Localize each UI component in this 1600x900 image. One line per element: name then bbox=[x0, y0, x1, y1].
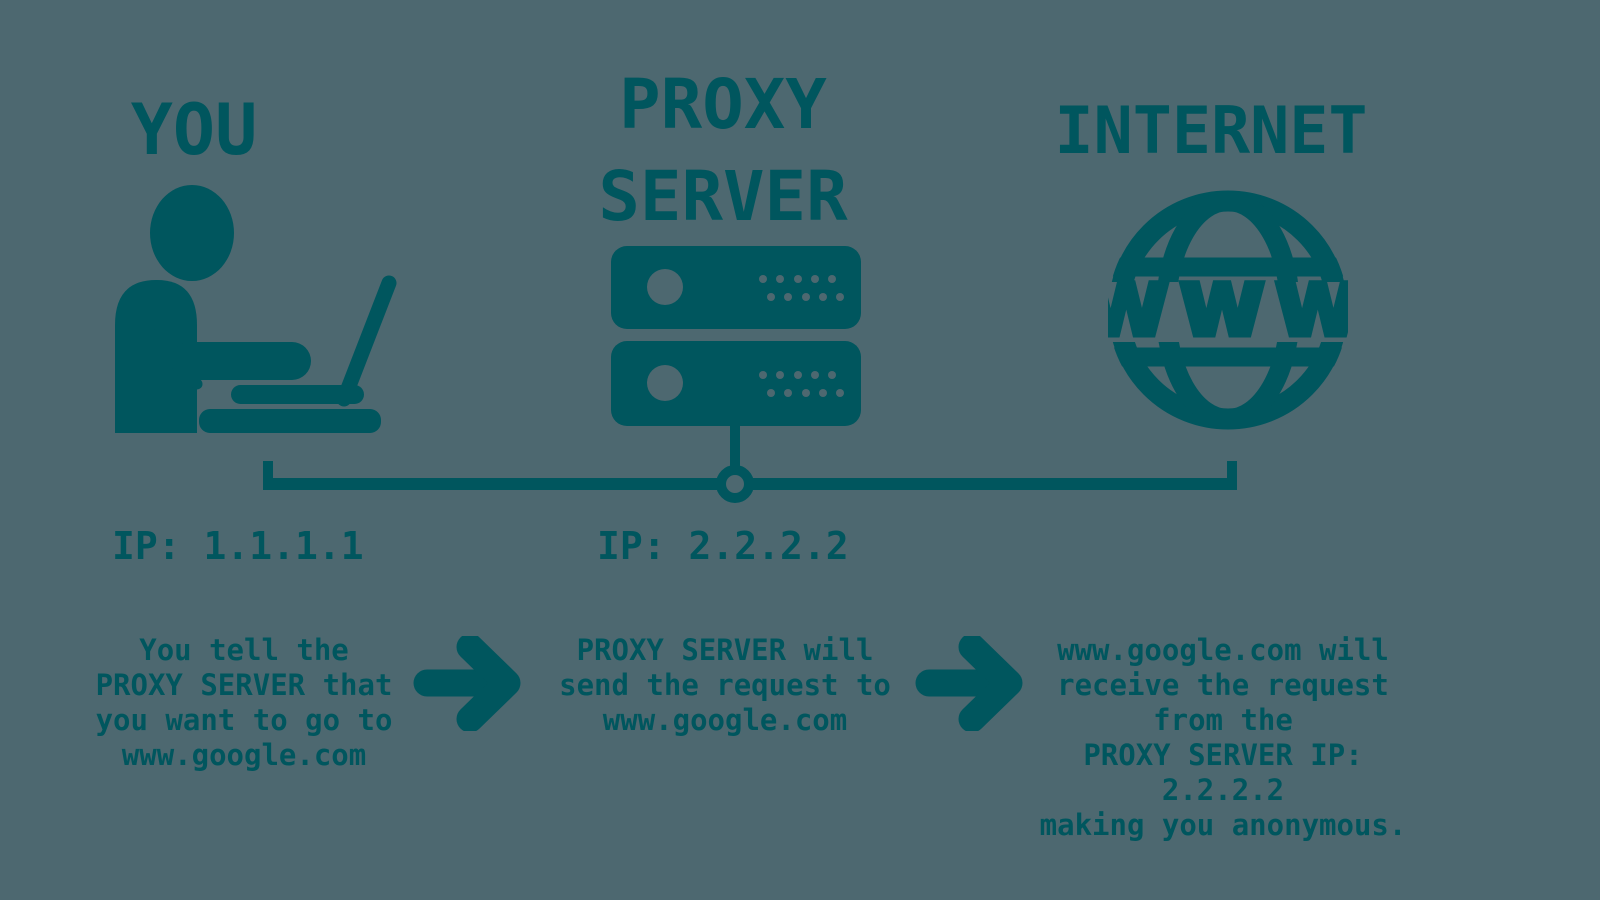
laptop-base bbox=[231, 385, 364, 404]
arrow-right-icon bbox=[915, 636, 1023, 731]
server-icon bbox=[611, 246, 861, 426]
server-unit-top bbox=[611, 246, 861, 329]
person-arm bbox=[171, 342, 311, 380]
server-drive-slot bbox=[647, 365, 683, 401]
server-vent-dots bbox=[759, 275, 844, 397]
server-drive-slot bbox=[647, 269, 683, 305]
proxy-server-title: PROXY SERVER bbox=[598, 65, 848, 237]
desk bbox=[199, 409, 381, 433]
laptop-screen bbox=[336, 275, 397, 407]
internet-title: INTERNET bbox=[1054, 94, 1368, 169]
person-head bbox=[150, 185, 234, 281]
server-unit-bottom bbox=[611, 341, 861, 426]
step-1-description: You tell the PROXY SERVER that you want … bbox=[95, 633, 393, 772]
globe-latitude-lines bbox=[1108, 257, 1348, 367]
proxy-ip-label: IP: 2.2.2.2 bbox=[597, 524, 849, 568]
you-title: YOU bbox=[130, 89, 258, 171]
network-line-end-left bbox=[263, 461, 273, 490]
person-torso bbox=[115, 280, 197, 433]
step-2-description: PROXY SERVER will send the request to ww… bbox=[559, 633, 891, 737]
globe-www-icon: www bbox=[1108, 190, 1348, 430]
server-network-stem bbox=[730, 426, 740, 468]
person-at-laptop-icon bbox=[115, 185, 397, 433]
arrow-right-icon bbox=[413, 636, 521, 731]
network-line-end-right bbox=[1227, 461, 1237, 490]
globe-www-label: www bbox=[1108, 248, 1348, 358]
globe-label-band bbox=[1108, 282, 1348, 342]
you-ip-label: IP: 1.1.1.1 bbox=[112, 524, 364, 568]
step-3-description: www.google.com will receive the request … bbox=[1039, 633, 1407, 842]
network-node-icon bbox=[716, 465, 754, 503]
